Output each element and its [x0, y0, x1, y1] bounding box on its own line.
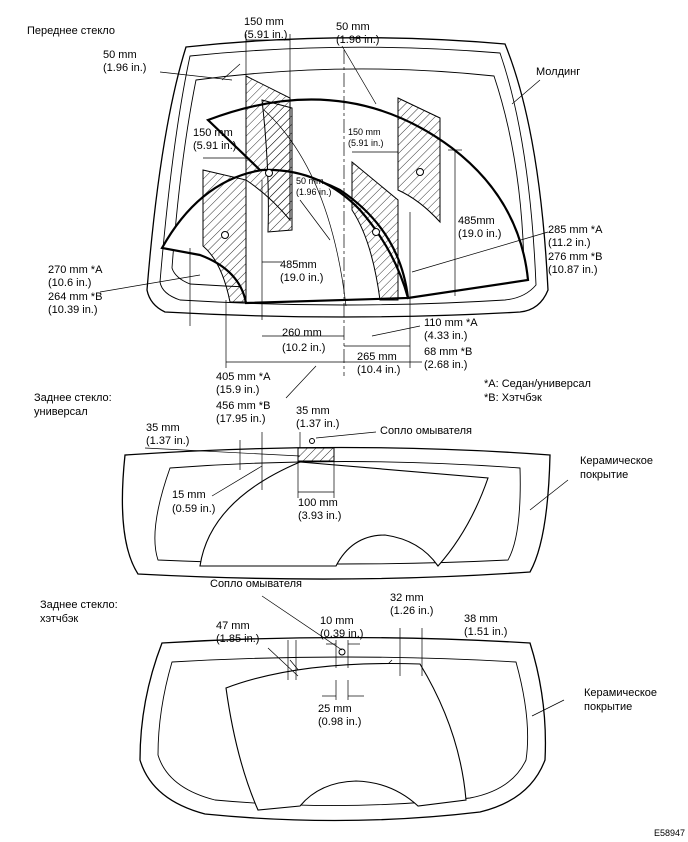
- front-hatched-zone-3: [261, 99, 293, 233]
- dim-270-mm: 270 mm *A: [48, 264, 103, 276]
- dim-25-mm: 25 mm: [318, 703, 352, 715]
- dim-150b-mm: 150 mm: [193, 127, 233, 139]
- dim-50b-in: (1.96 in.): [336, 34, 379, 46]
- dim-150a-mm: 150 mm: [244, 16, 284, 28]
- dim-265-in: (10.4 in.): [357, 364, 400, 376]
- dim-456-in: (17.95 in.): [216, 413, 266, 425]
- dim-10-in: (0.39 in.): [320, 628, 363, 640]
- hatch-ceramic-line: [157, 656, 529, 806]
- dim-50b-mm: 50 mm: [336, 21, 370, 33]
- dim-15-mm: 15 mm: [172, 489, 206, 501]
- dim-150a-in: (5.91 in.): [244, 29, 287, 41]
- front-hatched-zone-5: [397, 97, 441, 224]
- dim-456-mm: 456 mm *B: [216, 400, 270, 412]
- front-dimension-lines: [99, 34, 549, 399]
- dim-47-mm: 47 mm: [216, 620, 250, 632]
- hatch-wipe-area: [225, 662, 467, 811]
- dim-25-in: (0.98 in.): [318, 716, 361, 728]
- wagon-ceramic-label-2: покрытие: [580, 469, 628, 481]
- dim-100-mm: 100 mm: [298, 497, 338, 509]
- dim-264-mm: 264 mm *B: [48, 291, 102, 303]
- dim-32-mm: 32 mm: [390, 592, 424, 604]
- dim-47-in: (1.85 in.): [216, 633, 259, 645]
- wagon-nozzle-icon: [309, 438, 315, 444]
- dim-265-mm: 265 mm: [357, 351, 397, 363]
- dim-285-mm: 285 mm *A: [548, 224, 603, 236]
- dim-38-in: (1.51 in.): [464, 626, 507, 638]
- dim-264-in: (10.39 in.): [48, 304, 98, 316]
- wagon-nozzle-zone: [297, 447, 335, 462]
- dim-35a-in: (1.37 in.): [146, 435, 189, 447]
- dim-485b-mm: 485mm: [458, 215, 495, 227]
- dim-32-in: (1.26 in.): [390, 605, 433, 617]
- dim-405-mm: 405 mm *A: [216, 371, 271, 383]
- dim-260-mm: 260 mm: [282, 327, 322, 339]
- hatch-nozzle-icon: [338, 648, 346, 656]
- hatch-dimension-lines: [261, 595, 565, 717]
- wagon-nozzle-label: Сопло омывателя: [380, 425, 472, 437]
- front-labels: Переднее стекло Молдинг 150 mm (5.91 in.…: [27, 16, 603, 425]
- dim-276-mm: 276 mm *B: [548, 251, 602, 263]
- front-pivot-points: [221, 168, 424, 239]
- wagon-section-title-1: Заднее стекло:: [34, 392, 112, 404]
- hatch-section-title-1: Заднее стекло:: [40, 599, 118, 611]
- dim-50a-mm: 50 mm: [103, 49, 137, 61]
- front-molding-line: [159, 46, 537, 306]
- hatch-labels: Сопло омывателя Заднее стекло: хэтчбэк 3…: [40, 578, 685, 838]
- hatchback-rear-glass: [139, 595, 565, 822]
- dim-15-in: (0.59 in.): [172, 503, 215, 515]
- wagon-glass-outline: [121, 446, 551, 580]
- dim-110-mm: 110 mm *A: [424, 317, 478, 329]
- legend-b: *B: Хэтчбэк: [484, 392, 542, 404]
- hatch-nozzle-label: Сопло омывателя: [210, 578, 302, 590]
- front-section-title: Переднее стекло: [27, 25, 115, 37]
- dim-35b-mm: 35 mm: [296, 405, 330, 417]
- wagon-ceramic-label-1: Керамическое: [580, 455, 653, 467]
- hatch-ceramic-label-2: покрытие: [584, 701, 632, 713]
- dim-50c-in: (1.96 in.): [296, 187, 332, 197]
- dim-38-mm: 38 mm: [464, 613, 498, 625]
- hatch-section-title-2: хэтчбэк: [40, 613, 78, 625]
- dim-150c-mm: 150 mm: [348, 127, 381, 137]
- dim-35a-mm: 35 mm: [146, 422, 180, 434]
- dim-276-in: (10.87 in.): [548, 264, 598, 276]
- front-glass-outline: [146, 37, 549, 318]
- hatch-ceramic-label-1: Керамическое: [584, 687, 657, 699]
- wagon-labels: Заднее стекло: универсал 35 mm (1.37 in.…: [34, 392, 653, 522]
- dim-50c-mm: 50 mm: [296, 176, 324, 186]
- front-windshield: [99, 34, 549, 399]
- figure-code: E58947: [654, 828, 685, 838]
- dim-150c-in: (5.91 in.): [348, 138, 384, 148]
- dim-10-mm: 10 mm: [320, 615, 354, 627]
- dim-485a-in: (19.0 in.): [280, 272, 323, 284]
- dim-50a-in: (1.96 in.): [103, 62, 146, 74]
- dim-68-mm: 68 mm *B: [424, 346, 472, 358]
- dim-285-in: (11.2 in.): [548, 237, 591, 249]
- dim-485a-mm: 485mm: [280, 259, 317, 271]
- molding-label: Молдинг: [536, 66, 580, 78]
- wagon-ceramic-line: [154, 461, 521, 565]
- dim-100-in: (3.93 in.): [298, 510, 341, 522]
- legend-a: *A: Седан/универсал: [484, 378, 591, 390]
- dim-35b-in: (1.37 in.): [296, 418, 339, 430]
- wagon-wipe-area: [199, 461, 489, 567]
- dim-485b-in: (19.0 in.): [458, 228, 501, 240]
- dim-150b-in: (5.91 in.): [193, 140, 236, 152]
- dim-405-in: (15.9 in.): [216, 384, 259, 396]
- wagon-dimension-lines: [144, 431, 569, 511]
- dim-270-in: (10.6 in.): [48, 277, 91, 289]
- wagon-section-title-2: универсал: [34, 406, 88, 418]
- wagon-rear-glass: [121, 431, 569, 580]
- dim-110-in: (4.33 in.): [424, 330, 467, 342]
- dim-68-in: (2.68 in.): [424, 359, 467, 371]
- dim-260-in: (10.2 in.): [282, 342, 325, 354]
